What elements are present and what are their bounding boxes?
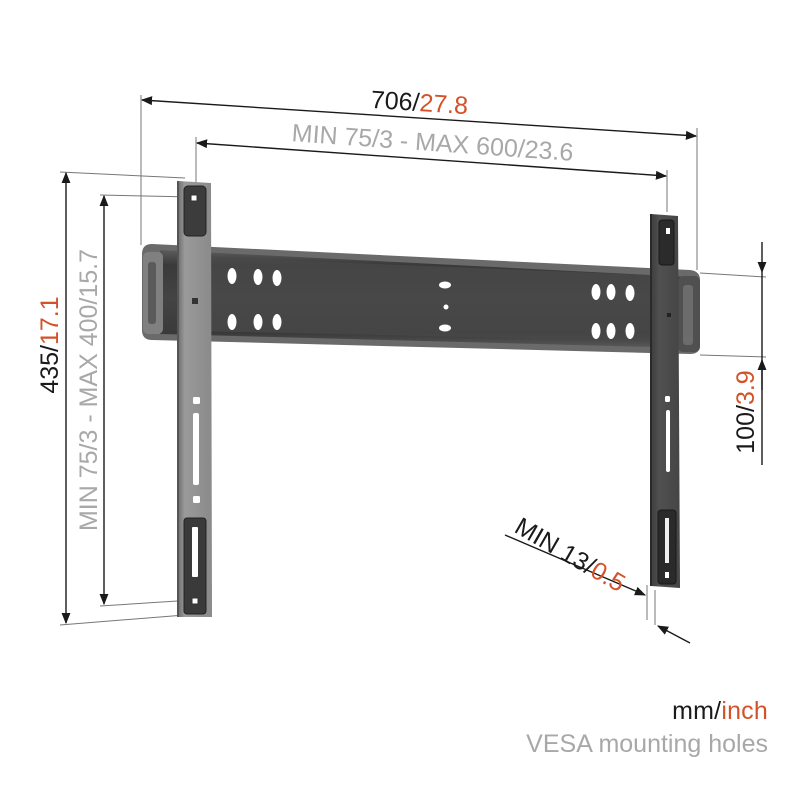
units-metric: mm bbox=[672, 697, 715, 725]
overall-height-label: 435/17.1 bbox=[36, 296, 64, 393]
vesa-caption: VESA mounting holes bbox=[526, 730, 768, 758]
left-upright bbox=[177, 181, 212, 617]
units-imperial: inch bbox=[721, 697, 768, 725]
overall-width-line bbox=[140, 96, 698, 140]
crossbar bbox=[142, 244, 700, 354]
crossbar-height-label: 100/3.9 bbox=[732, 370, 760, 453]
dimension-lines bbox=[61, 96, 767, 644]
wall-distance-label: MIN 13/0.5 bbox=[510, 512, 630, 597]
vesa-horizontal-line bbox=[195, 139, 668, 180]
overall-width-label: 706/27.8 bbox=[370, 86, 469, 120]
wall-distance-arrow-out bbox=[657, 625, 691, 644]
crossbar-slots-left bbox=[227, 268, 635, 339]
extension-lines bbox=[59, 95, 767, 626]
wall-distance-arrow-in bbox=[504, 534, 647, 596]
right-upright bbox=[650, 214, 680, 588]
units-legend: mm/inch bbox=[672, 697, 768, 726]
vesa-vertical-label: MIN 75/3 - MAX 400/15.7 bbox=[75, 249, 103, 531]
units-separator: / bbox=[714, 697, 722, 725]
